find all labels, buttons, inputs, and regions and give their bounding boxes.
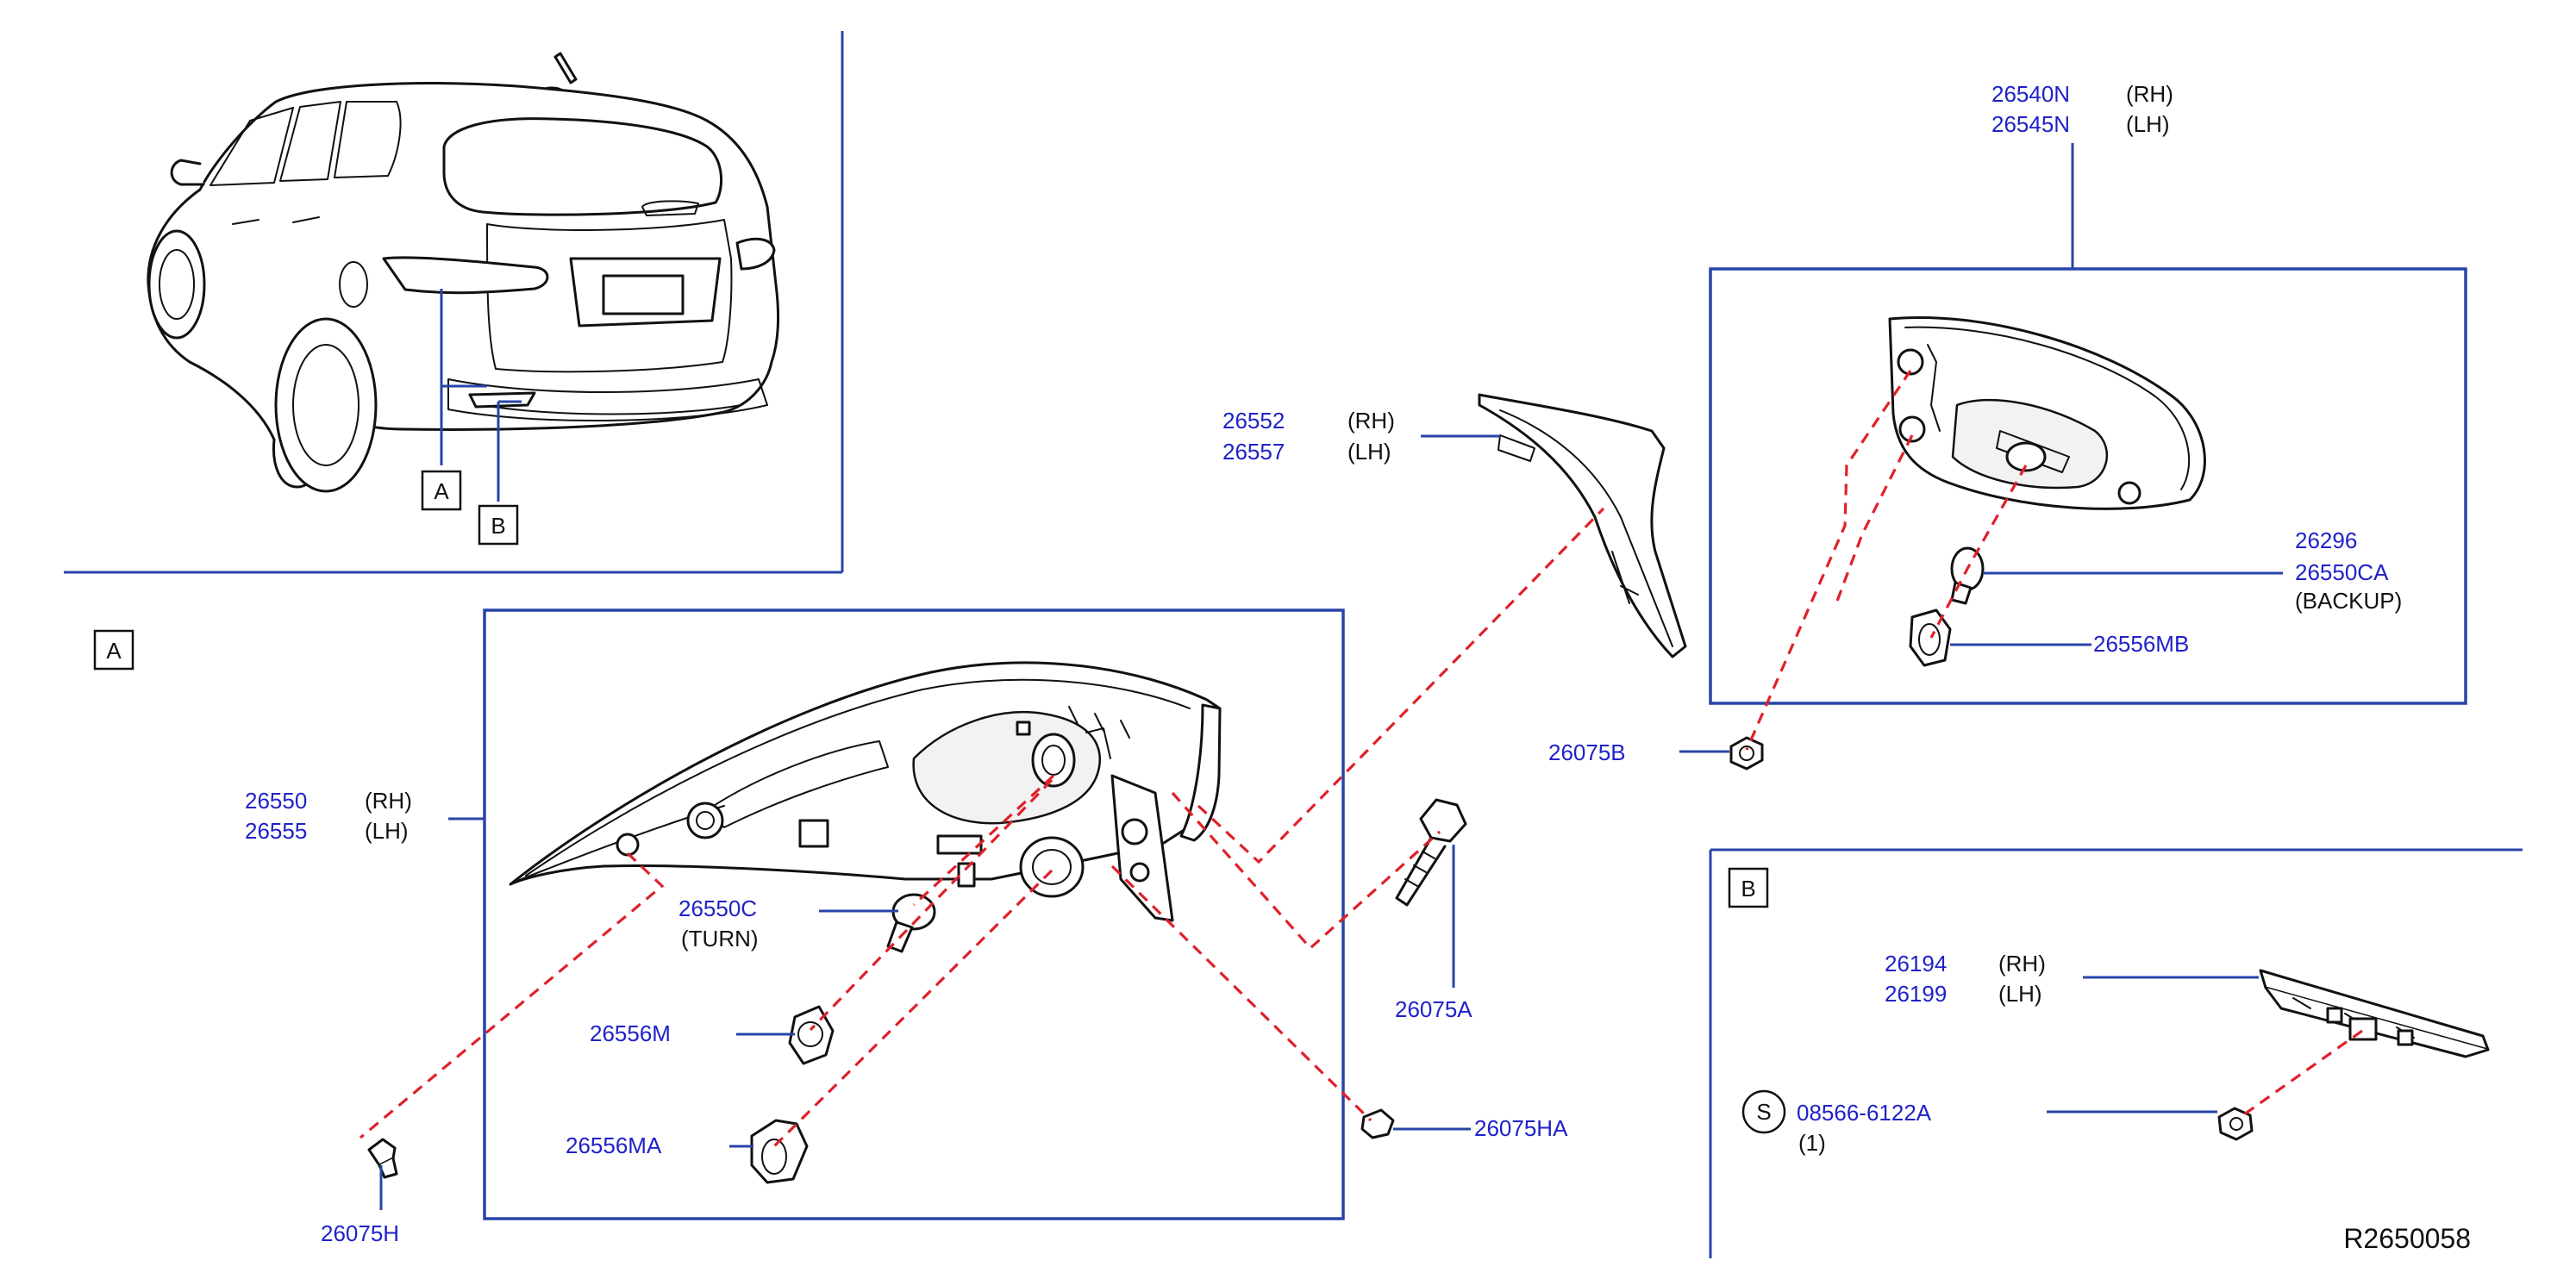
backup-lamp-frame	[1709, 267, 2467, 705]
section-a-frame	[483, 608, 1345, 1220]
socket-26556m-illustration	[788, 1005, 835, 1065]
part-number-26075h: 26075H	[321, 1220, 399, 1246]
callout-b-box	[478, 504, 519, 546]
part-number-26556m: 26556M	[590, 1020, 671, 1046]
dash-screw	[2237, 1029, 2363, 1120]
backup-nut-illustration	[1729, 736, 1764, 771]
dash-socket-ma	[772, 869, 1054, 1148]
dash-backup-bulb	[1929, 465, 2028, 639]
section-a-box	[93, 629, 134, 671]
part-number-26075ha: 26075HA	[1474, 1115, 1568, 1141]
dash-grommet	[359, 852, 665, 1139]
part-number-26075b: 26075B	[1548, 739, 1626, 765]
backup-bulb-illustration	[1950, 546, 1985, 605]
section-backup-lamp: 26540N (RH) 26545N (LH)	[1548, 81, 2467, 771]
socket-26556ma-illustration	[750, 1119, 809, 1184]
part-number-26075a: 26075A	[1395, 996, 1472, 1022]
standard-part-symbol-label: S	[1756, 1099, 1771, 1125]
dash-turn-bulb	[912, 774, 1055, 907]
dash-garnish	[1197, 507, 1605, 864]
bolt-26075a-illustration	[1395, 798, 1467, 907]
part-number-26550: 26550	[245, 788, 307, 814]
section-b-label: B	[1741, 876, 1755, 902]
part-number-08566-6122a: 08566-6122A	[1797, 1100, 1932, 1126]
part-number-26557: 26557	[1222, 439, 1285, 465]
side-rh-reflector: (RH)	[1998, 951, 2046, 976]
part-number-26556mb: 26556MB	[2093, 631, 2189, 657]
tail-lamp-assembly-illustration	[509, 661, 1222, 922]
backup-lamp-illustration	[1888, 315, 2206, 510]
dash-backup-nut-lower	[1835, 434, 1914, 604]
dash-backup-nut-upper	[1745, 370, 1912, 751]
part-number-26545n: 26545N	[1991, 111, 2070, 137]
dash-nut-ha	[1110, 864, 1372, 1122]
backup-bulb-note: (BACKUP)	[2295, 588, 2402, 614]
diagram-reference-number: R2650058	[2343, 1223, 2471, 1254]
standard-part-symbol	[1741, 1089, 1786, 1134]
part-number-26194: 26194	[1885, 951, 1947, 976]
section-b: B 26194 (RH) 26199 (LH) S 08566-6122A (1…	[1709, 848, 2523, 1258]
dash-bolt	[1171, 791, 1441, 951]
callout-a-label: A	[434, 478, 449, 504]
callout-b-label: B	[491, 513, 505, 539]
part-number-26556ma: 26556MA	[566, 1132, 662, 1158]
callout-a-box	[421, 470, 462, 511]
side-rh-backup-lamp: (RH)	[2126, 81, 2173, 107]
section-b-box	[1728, 867, 1769, 908]
screw-quantity: (1)	[1798, 1130, 1826, 1156]
section-a-label: A	[106, 638, 122, 664]
turn-bulb-note: (TURN)	[681, 926, 759, 951]
side-lh-lamp-assembly: (LH)	[365, 818, 409, 844]
side-rh-garnish: (RH)	[1347, 408, 1395, 434]
part-number-26199: 26199	[1885, 981, 1947, 1007]
dash-socket-m	[809, 778, 1054, 1032]
side-lh-backup-lamp: (LH)	[2126, 111, 2170, 137]
side-rh-lamp-assembly: (RH)	[365, 788, 412, 814]
part-number-26552: 26552	[1222, 408, 1285, 434]
vehicle-overview: A B	[64, 31, 844, 574]
turn-bulb-illustration	[886, 893, 936, 953]
side-lh-reflector: (LH)	[1998, 981, 2042, 1007]
vehicle-rear-illustration	[147, 52, 779, 493]
reflector-illustration	[2259, 969, 2490, 1058]
section-a: A	[93, 393, 1687, 1246]
nut-26075ha-illustration	[1360, 1108, 1395, 1139]
backup-socket-illustration	[1909, 608, 1952, 667]
part-number-26550c: 26550C	[678, 895, 757, 921]
part-number-26296: 26296	[2295, 527, 2357, 553]
part-number-26540n: 26540N	[1991, 81, 2070, 107]
grommet-26075h-illustration	[367, 1138, 398, 1179]
garnish-illustration	[1478, 393, 1687, 658]
screw-illustration	[2217, 1107, 2254, 1141]
part-number-26550ca: 26550CA	[2295, 559, 2389, 585]
side-lh-garnish: (LH)	[1347, 439, 1391, 465]
part-number-26555: 26555	[245, 818, 307, 844]
